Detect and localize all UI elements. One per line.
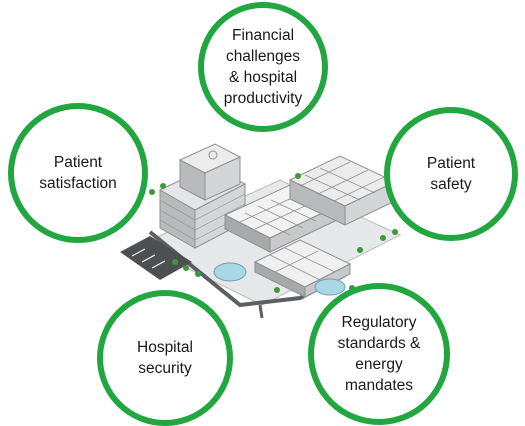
- financial-challenges-circle: Financial challenges & hospital producti…: [198, 2, 328, 132]
- financial-challenges-label: Financial challenges & hospital producti…: [223, 27, 303, 107]
- regulatory-standards-circle: Regulatory standards & energy mandates: [308, 283, 450, 425]
- patient-safety-circle: Patient safety: [384, 107, 518, 241]
- patient-safety-label: Patient safety: [426, 155, 476, 193]
- hospital-security-circle: Hospital security: [97, 290, 233, 426]
- hospital-security-label: Hospital security: [137, 339, 193, 377]
- patient-satisfaction-circle: Patient satisfaction: [8, 103, 148, 243]
- regulatory-standards-label: Regulatory standards & energy mandates: [337, 314, 421, 394]
- patient-satisfaction-label: Patient satisfaction: [39, 154, 117, 192]
